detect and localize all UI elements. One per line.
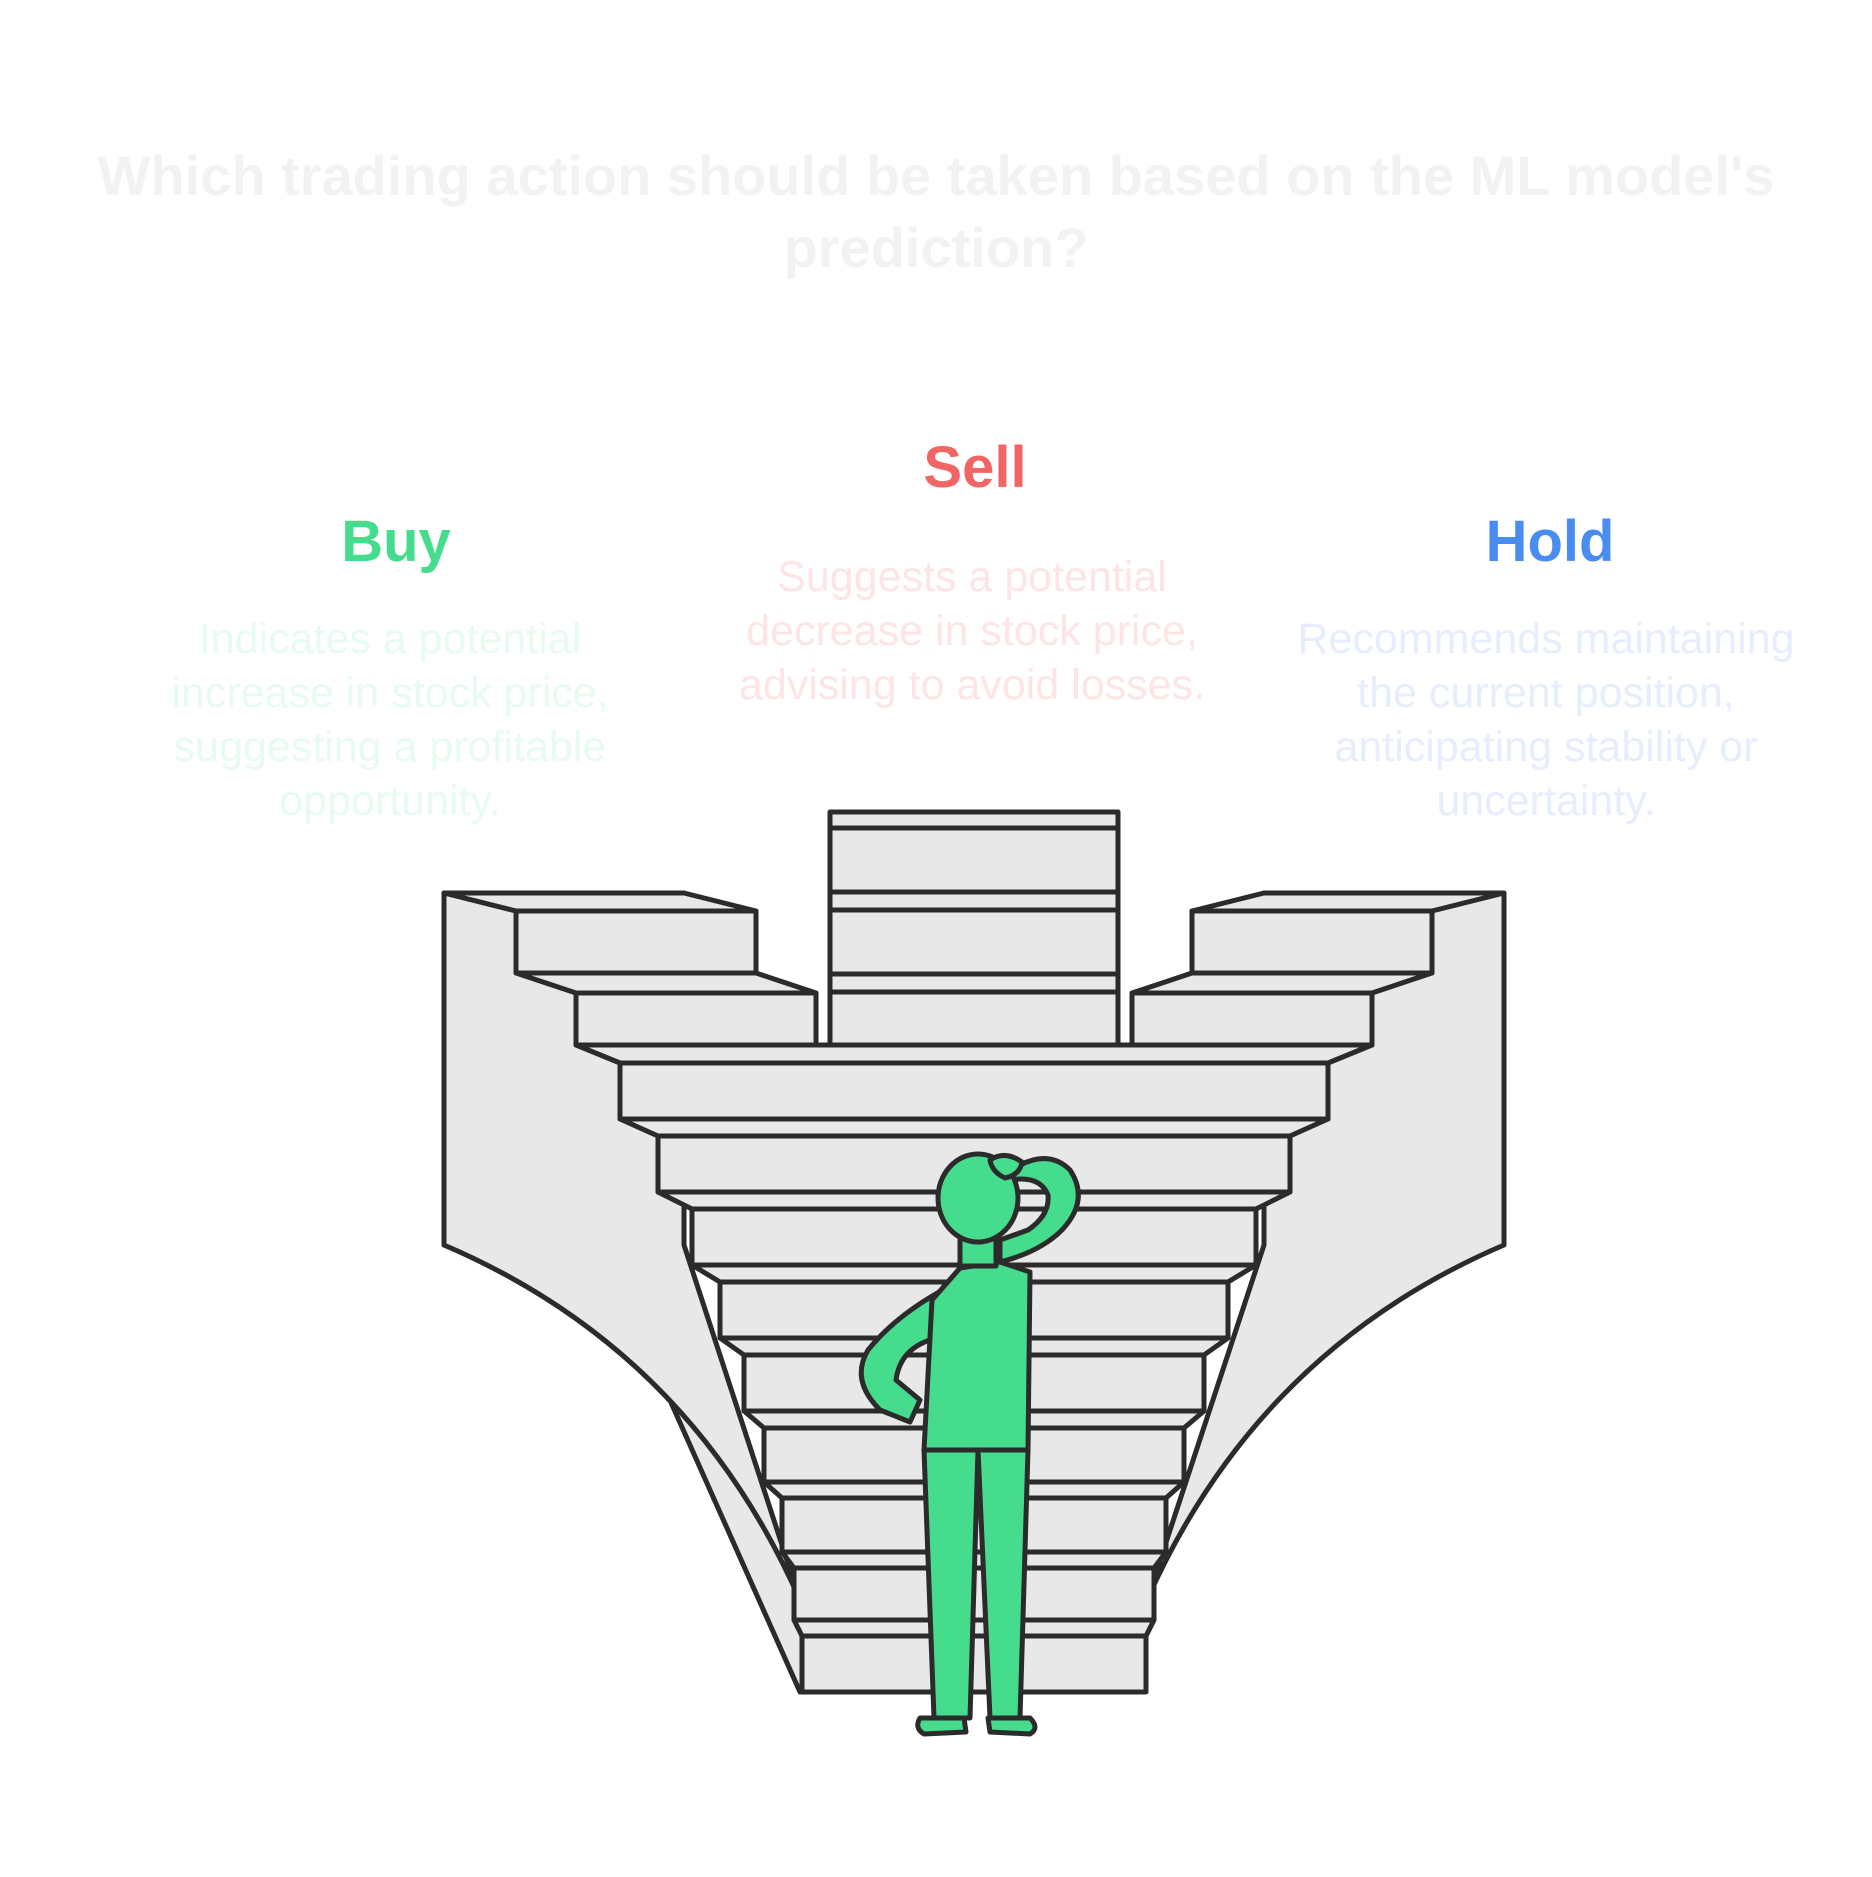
person-left-leg <box>921 1447 981 1721</box>
option-buy-description: Indicates a potential increase in stock … <box>171 615 609 825</box>
main-steps <box>573 1042 1375 1695</box>
person-torso <box>921 1259 1033 1453</box>
option-hold-label: Hold <box>1485 509 1615 574</box>
person-figure <box>858 1151 1081 1737</box>
right-upper-steps <box>1129 890 1507 1048</box>
person-left-foot <box>915 1715 969 1737</box>
person-right-arm <box>997 1156 1081 1265</box>
diagram-title: Which trading action should be taken bas… <box>97 144 1775 279</box>
person-hand <box>987 1153 1025 1181</box>
option-sell-label: Sell <box>923 435 1027 500</box>
option-buy-label: Buy <box>341 509 451 574</box>
left-upper-steps <box>441 890 819 1048</box>
center-tower <box>827 809 1121 1049</box>
option-hold-description: Recommends maintaining the current posit… <box>1297 615 1795 825</box>
option-sell-description: Suggests a potential decrease in stock p… <box>738 553 1206 709</box>
person-right-foot <box>985 1715 1038 1737</box>
